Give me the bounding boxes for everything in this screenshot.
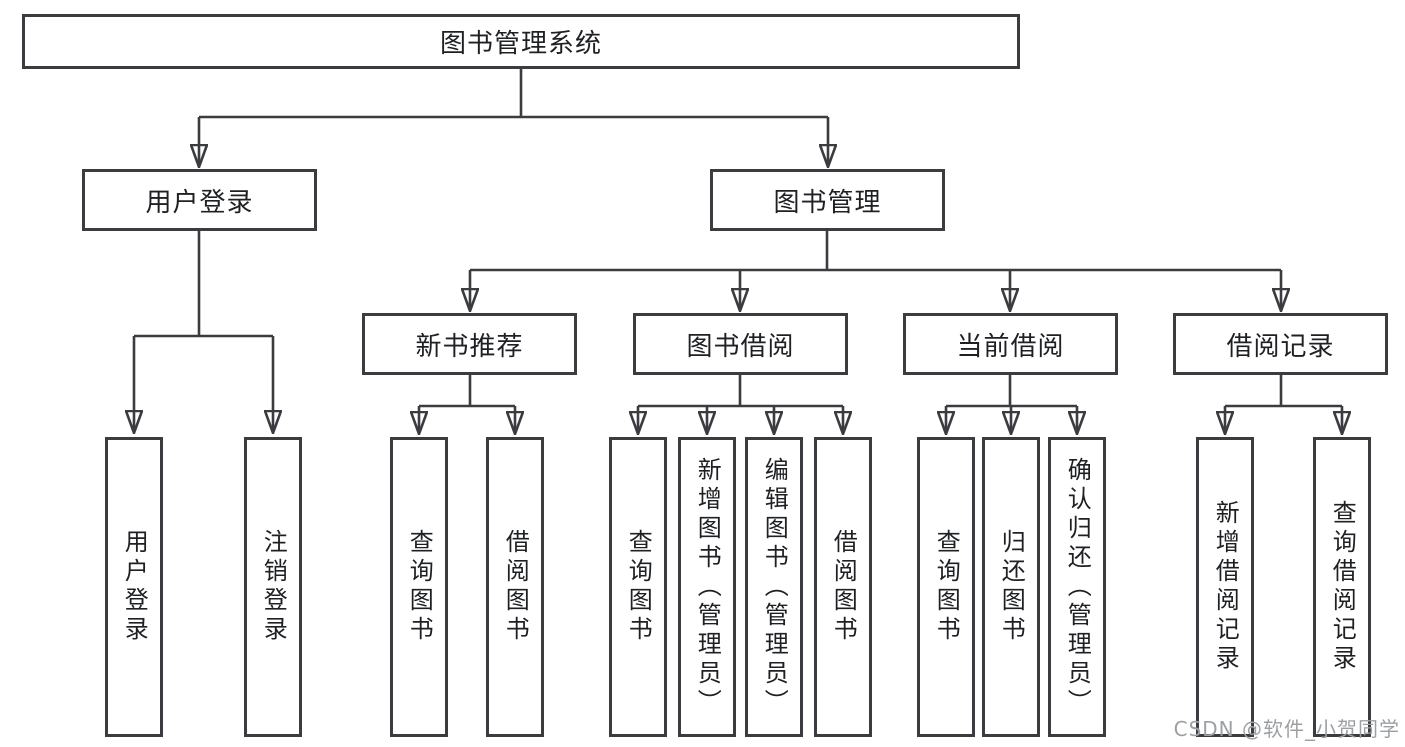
leaf-edit-books-admin: 编辑图书（管理员） xyxy=(745,437,803,737)
node-label: 借阅图书 xyxy=(829,529,858,645)
node-current-borrowing: 当前借阅 xyxy=(903,313,1118,375)
node-book-borrowing: 图书借阅 xyxy=(633,313,848,375)
node-library-management-system: 图书管理系统 xyxy=(22,14,1020,69)
leaf-borrow-books: 借阅图书 xyxy=(814,437,872,737)
leaf-add-borrow-record: 新增借阅记录 xyxy=(1196,437,1254,737)
node-label: 归还图书 xyxy=(997,529,1026,645)
node-label: 查询图书 xyxy=(624,529,653,645)
node-label: 新增图书（管理员） xyxy=(693,456,722,718)
node-label: 用户登录 xyxy=(120,529,149,645)
node-label: 当前借阅 xyxy=(956,331,1065,362)
node-label: 查询借阅记录 xyxy=(1328,500,1357,674)
leaf-logout: 注销登录 xyxy=(244,437,302,737)
node-label: 借阅记录 xyxy=(1226,331,1335,362)
connector-trunks xyxy=(134,69,1342,408)
node-user-login: 用户登录 xyxy=(82,169,317,231)
leaf-query-books-current: 查询图书 xyxy=(917,437,975,737)
leaf-query-books-recommend: 查询图书 xyxy=(390,437,448,737)
node-label: 注销登录 xyxy=(259,529,288,645)
node-new-book-recommendation: 新书推荐 xyxy=(362,313,577,375)
node-book-management: 图书管理 xyxy=(710,169,945,231)
leaf-add-books-admin: 新增图书（管理员） xyxy=(678,437,736,737)
node-label: 查询图书 xyxy=(405,529,434,645)
csdn-watermark: CSDN @软件_小贺同学 xyxy=(1173,717,1400,741)
node-label: 图书管理系统 xyxy=(439,29,602,59)
leaf-borrow-books-recommend: 借阅图书 xyxy=(486,437,544,737)
node-label: 编辑图书（管理员） xyxy=(760,456,789,718)
leaf-user-login: 用户登录 xyxy=(105,437,163,737)
leaf-query-borrow-record: 查询借阅记录 xyxy=(1313,437,1371,737)
node-label: 图书借阅 xyxy=(686,331,795,362)
leaf-confirm-return-admin: 确认归还（管理员） xyxy=(1048,437,1106,737)
node-borrowing-records: 借阅记录 xyxy=(1173,313,1388,375)
node-label: 用户登录 xyxy=(145,187,254,218)
node-label: 新增借阅记录 xyxy=(1211,500,1240,674)
node-label: 查询图书 xyxy=(932,529,961,645)
node-label: 图书管理 xyxy=(773,187,882,218)
node-label: 新书推荐 xyxy=(415,331,524,362)
node-label: 确认归还（管理员） xyxy=(1063,456,1092,718)
leaf-return-books: 归还图书 xyxy=(982,437,1040,737)
leaf-query-books-borrowing: 查询图书 xyxy=(609,437,667,737)
node-label: 借阅图书 xyxy=(501,529,530,645)
